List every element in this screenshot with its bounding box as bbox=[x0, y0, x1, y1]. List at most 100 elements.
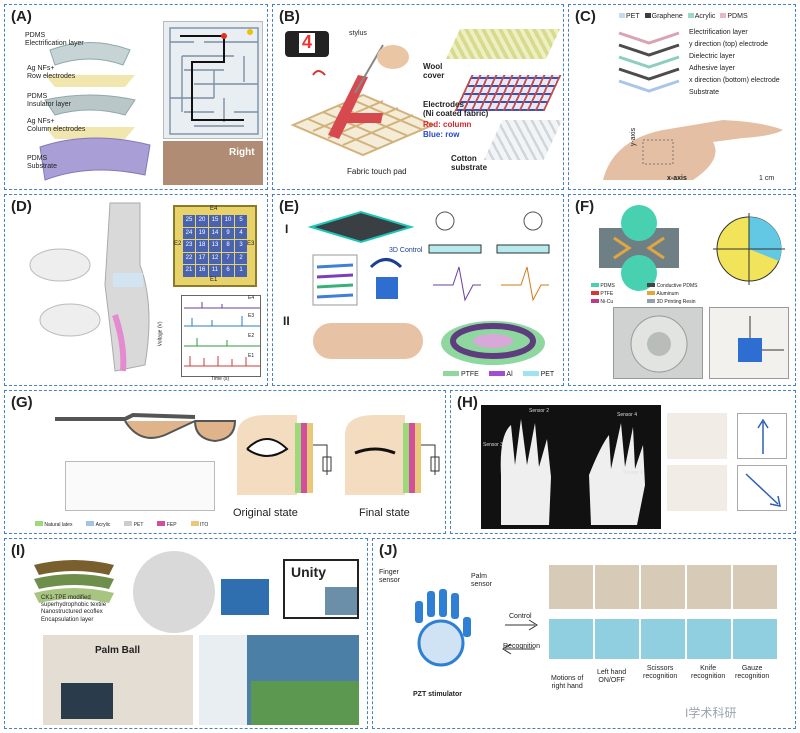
legend-fep: FEP bbox=[166, 522, 177, 528]
grid-cell: 4 bbox=[235, 227, 247, 240]
grid-cell: 18 bbox=[196, 240, 208, 252]
y-axis-label: y-axis bbox=[630, 127, 638, 147]
motion-photo-3 bbox=[641, 565, 685, 609]
voltage-axis-label: Voltage (V) bbox=[157, 321, 164, 347]
laptop-screen bbox=[61, 683, 113, 719]
cotton-label: Cotton substrate bbox=[451, 154, 488, 172]
grid-cell: 17 bbox=[196, 252, 208, 265]
voltage-plot: E4 E3 E2 E1 bbox=[181, 295, 261, 377]
panel-g: (G) Original state Final state Natural l… bbox=[4, 390, 446, 534]
control-label: 3D Control bbox=[389, 247, 423, 254]
palm-photo bbox=[603, 120, 783, 180]
panel-label-h: (H) bbox=[457, 394, 478, 411]
panel-label-i: (I) bbox=[11, 542, 26, 559]
sensor-2: Sensor 2 bbox=[529, 408, 550, 414]
legend-ptfe: PTFE bbox=[460, 371, 479, 378]
maze-game-image bbox=[163, 21, 263, 139]
series-e3: E3 bbox=[248, 313, 255, 319]
stylus-label: stylus bbox=[349, 30, 367, 37]
sensor-cross-section bbox=[599, 205, 679, 291]
forearm-photo bbox=[313, 323, 423, 359]
cotton-substrate-layer bbox=[483, 120, 563, 160]
c-layer-4: Adhesive layer bbox=[689, 65, 735, 72]
recognition-photo-1 bbox=[549, 619, 593, 659]
wool-label: Wool cover bbox=[423, 62, 445, 80]
series-e4: E4 bbox=[248, 295, 255, 301]
grid-cell: 22 bbox=[183, 252, 195, 265]
legend-pet: PET bbox=[540, 371, 555, 378]
panel-i: (I) CK1-TPE modified superhydrophobic te… bbox=[4, 538, 368, 729]
arduino-board bbox=[221, 579, 269, 615]
glove-circle-photo bbox=[133, 551, 215, 633]
legend-pet: PET bbox=[133, 522, 144, 528]
f-legend: PDMS Conductive PDMS PTFE Aluminum Ni-Cu… bbox=[591, 283, 698, 305]
recognition-photo-2 bbox=[595, 619, 639, 659]
ring-sensor bbox=[441, 321, 545, 365]
3d-axis-photo bbox=[709, 307, 789, 379]
grid-cell: 3 bbox=[235, 240, 247, 252]
grid-cell: 21 bbox=[183, 265, 195, 277]
panel-j: (J) Finger sensor Palm sensor PZT stimul… bbox=[372, 538, 796, 729]
polar-diagram bbox=[713, 213, 785, 285]
flow-arrows bbox=[502, 619, 538, 655]
panel-b: (B) 4 stylus Fabric touch pad Wool cover… bbox=[272, 4, 564, 190]
i-layer-2: Nanostructured ecoflex bbox=[41, 609, 103, 615]
hand-motion-photo-2 bbox=[667, 465, 727, 511]
legend-al: Al bbox=[506, 371, 513, 378]
grid-cell: 19 bbox=[196, 227, 208, 240]
palm-sensor-label: Palm sensor bbox=[471, 573, 493, 589]
3d-control-pad bbox=[307, 210, 415, 306]
caption-3: Scissors recognition bbox=[643, 665, 678, 681]
motion-arrow-box-2 bbox=[737, 465, 787, 511]
legend-pdms: PDMS bbox=[727, 13, 748, 20]
panel-f: (F) PDMS Conductive PDMS PTFE Aluminum N… bbox=[568, 194, 796, 386]
material-legend: PET Graphene Acrylic PDMS bbox=[619, 13, 748, 21]
panel-label-f: (F) bbox=[575, 198, 595, 215]
panel-label-b: (B) bbox=[279, 8, 300, 25]
legend-nicu: Ni-Cu bbox=[600, 298, 614, 305]
control-label: Control bbox=[509, 613, 532, 620]
caption-5: Gauze recognition bbox=[735, 665, 770, 681]
fabric-pad-label: Fabric touch pad bbox=[347, 167, 407, 176]
sensor-4: Sensor 4 bbox=[617, 412, 638, 418]
motion-photo-2 bbox=[595, 565, 639, 609]
grid-cell: 20 bbox=[196, 215, 208, 227]
electrode-e2: E2 bbox=[174, 241, 182, 247]
phone-display: 4 bbox=[285, 31, 329, 57]
electrode-e3: E3 bbox=[247, 241, 255, 247]
legend-acrylic: Acrylic bbox=[95, 522, 111, 528]
right-label: Right bbox=[229, 147, 255, 158]
recognition-photo-5 bbox=[733, 619, 777, 659]
g-legend: Natural latex Acrylic PET FEP ITO bbox=[35, 521, 208, 529]
electrodes-label: Electrodes (Ni coated fabric) bbox=[423, 100, 489, 118]
game-screenshots bbox=[199, 635, 359, 725]
sensor-3: Sensor 3 bbox=[483, 442, 504, 448]
grid-cell: 15 bbox=[209, 215, 221, 227]
fabric-pad-illustration bbox=[290, 44, 436, 157]
legend-pet: PET bbox=[626, 13, 640, 20]
recognition-label: Recognition bbox=[503, 643, 540, 650]
legend-latex: Natural latex bbox=[44, 522, 73, 528]
layer-diagram bbox=[618, 31, 680, 93]
layer-label-5: PDMS Substrate bbox=[27, 155, 57, 171]
layer-label-4: Ag NFs+ Column electrodes bbox=[27, 118, 86, 134]
e-legend: PTFE Al PET bbox=[443, 371, 554, 379]
grid-cells: 25 20 15 10 5 24 19 14 9 4 23 18 13 8 3 … bbox=[183, 215, 247, 277]
caption-4: Knife recognition bbox=[691, 665, 726, 681]
layer-label-2: Ag NFs+ Row electrodes bbox=[27, 65, 76, 81]
grid-cell: 23 bbox=[183, 240, 195, 252]
grid-cell: 2 bbox=[235, 252, 247, 265]
i-layer-3: Encapsulation layer bbox=[41, 617, 94, 623]
c-layer-5: x direction (bottom) electrode bbox=[689, 77, 780, 84]
motion-photo-4 bbox=[687, 565, 731, 609]
grid-cell: 25 bbox=[183, 215, 195, 227]
panel-c: (C) PET Graphene Acrylic PDMS Electrific… bbox=[568, 4, 796, 190]
gloves-photo: Sensor 1 Sensor 2 Sensor 3 Sensor 4 bbox=[481, 405, 661, 529]
baseball-field bbox=[251, 681, 359, 725]
unity-preview bbox=[325, 587, 357, 615]
time-axis-label: Time (s) bbox=[211, 376, 230, 382]
c-layer-1: Electrification layer bbox=[689, 29, 748, 36]
original-state-label: Original state bbox=[233, 507, 298, 519]
scale-bar: 1 cm bbox=[759, 175, 775, 182]
c-layer-2: y direction (top) electrode bbox=[689, 41, 768, 48]
